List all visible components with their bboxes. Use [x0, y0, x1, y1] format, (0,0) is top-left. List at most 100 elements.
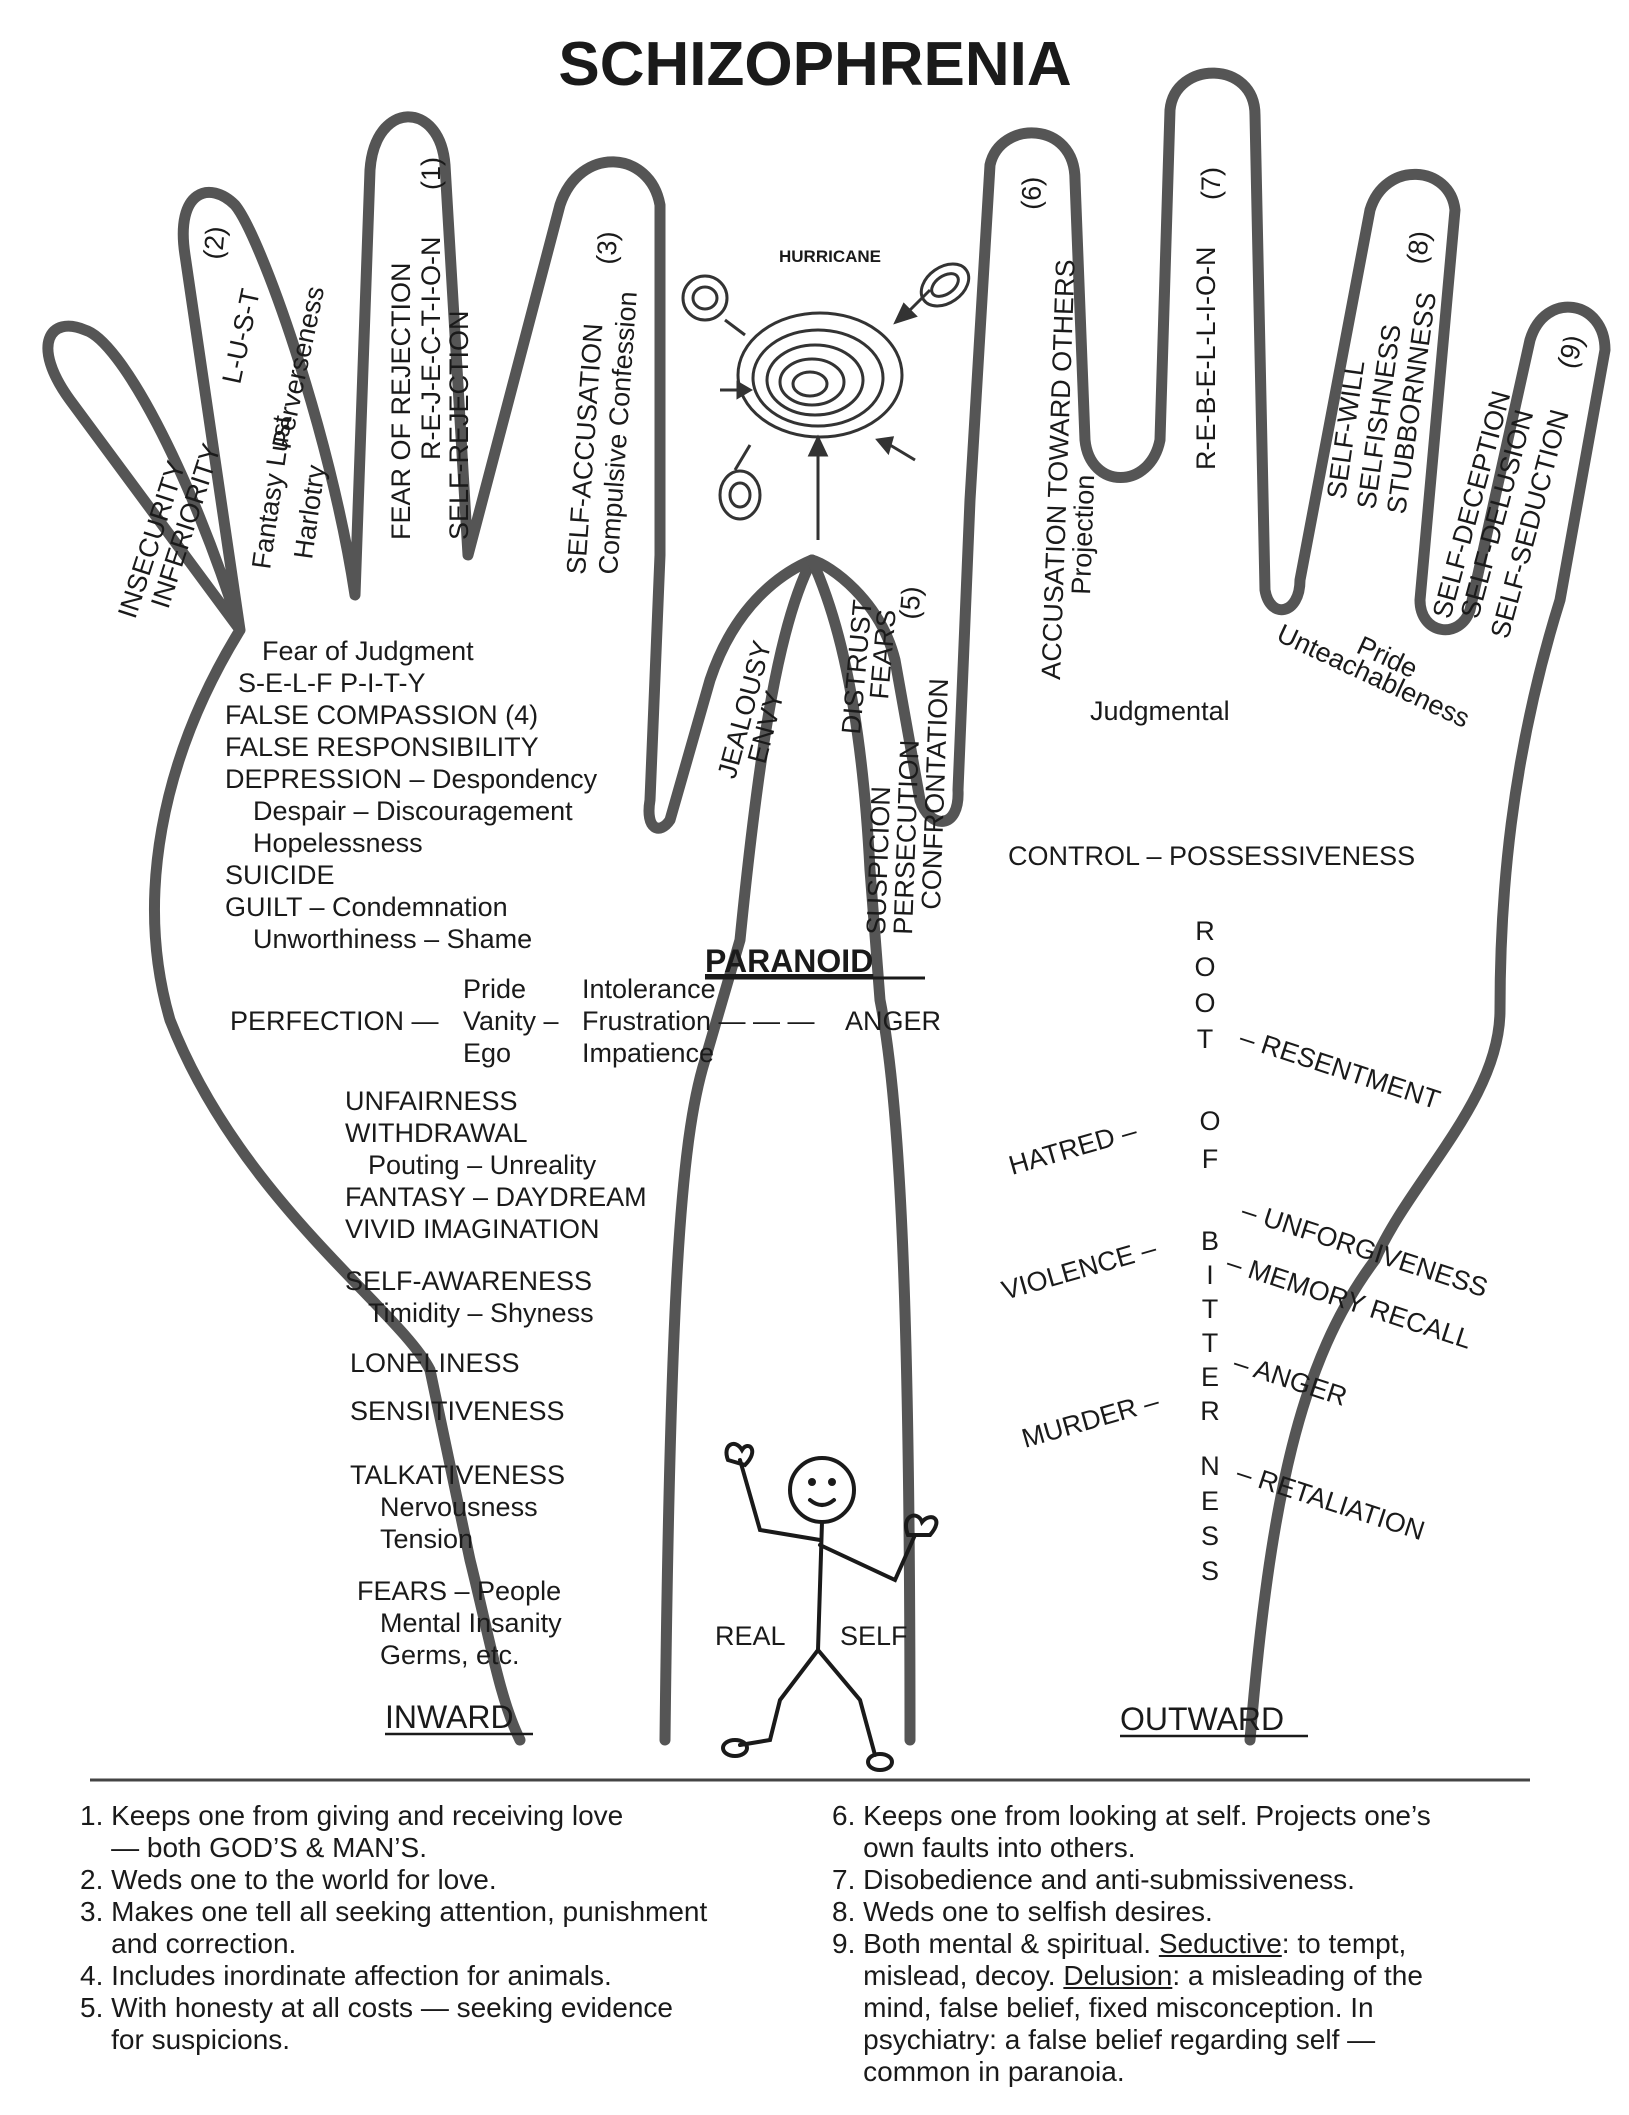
finger-7-number: (7): [1196, 167, 1226, 200]
inner-right-line5: PERSECUTION: [888, 739, 925, 935]
note-line: and correction.: [80, 1928, 297, 1959]
perfection-label: PERFECTION —: [230, 1006, 439, 1036]
wrist-left-item: Timidity – Shyness: [368, 1298, 594, 1328]
root-letter: R: [1200, 1396, 1220, 1426]
inward-label: INWARD: [385, 1699, 514, 1735]
root-letter: F: [1202, 1144, 1219, 1174]
palm-left-item: Fear of Judgment: [262, 636, 474, 666]
anger-branch-label: – ANGER: [1230, 1347, 1351, 1412]
finger-6-line1: ACCUSATION TOWARD OTHERS: [1036, 259, 1081, 680]
palm-left-item: Despair – Discouragement: [253, 796, 573, 826]
real-label: REAL: [715, 1621, 786, 1651]
note-9-prefix: 9. Both mental & spiritual.: [832, 1928, 1159, 1959]
root-letter: R: [1195, 916, 1215, 946]
vanity-label: Vanity –: [463, 1006, 559, 1036]
left-hand-outline: [42, 111, 818, 1746]
note-line: mind, false belief, fixed misconception.…: [832, 1992, 1374, 2023]
root-letter: T: [1202, 1328, 1219, 1358]
wrist-left-item: Germs, etc.: [380, 1640, 520, 1670]
inner-right-number: (5): [894, 585, 927, 620]
note-9: 9. Both mental & spiritual. Seductive: t…: [832, 1928, 1431, 1960]
note-line: for suspicions.: [80, 2024, 291, 2055]
finger-6-line2: Projection: [1066, 474, 1100, 595]
wrist-left-item: Nervousness: [380, 1492, 538, 1522]
note-line: — both GOD’S & MAN’S.: [80, 1832, 427, 1863]
judgmental-label: Judgmental: [1090, 696, 1230, 726]
impatience-label: Impatience: [582, 1038, 714, 1068]
wrist-left-item: FEARS – People: [357, 1576, 561, 1606]
finger-3-labels: SELF-ACCUSATION Compulsive Confession (3…: [561, 230, 643, 575]
page-title: SCHIZOPHRENIA: [558, 30, 1071, 99]
palm-left-item: FALSE RESPONSIBILITY: [225, 732, 539, 762]
note-line: 4. Includes inordinate affection for ani…: [80, 1960, 612, 1991]
root-letter: T: [1197, 1024, 1214, 1054]
root-letter: O: [1194, 988, 1215, 1018]
root-letter: B: [1201, 1226, 1219, 1256]
inner-right-labels: DISTRUST FEARS (5) SUSPICION PERSECUTION…: [836, 585, 954, 935]
perfection-row: PERFECTION — Pride Vanity – Ego Intolera…: [230, 974, 941, 1068]
finger-7-line1: R-E-B-E-L-L-I-O-N: [1191, 247, 1221, 471]
note-9-seductive-def: : to tempt,: [1281, 1928, 1407, 1959]
hurricane-spiral-icon: [681, 262, 971, 540]
resentment-label: – RESENTMENT: [1236, 1022, 1444, 1115]
left-palm-list: Fear of Judgment S-E-L-F P-I-T-Y FALSE C…: [225, 636, 598, 954]
ego-label: Ego: [463, 1038, 511, 1068]
right-hand-outline: [806, 67, 1611, 1746]
finger-3-number: (3): [591, 230, 623, 265]
note-line: own faults into others.: [832, 1832, 1136, 1863]
note-9-line2-text: mislead, decoy.: [832, 1960, 1064, 1991]
root-letter: S: [1201, 1556, 1219, 1586]
finger-7-labels: R-E-B-E-L-L-I-O-N (7): [1191, 167, 1226, 470]
palm-left-item: S-E-L-F P-I-T-Y: [238, 668, 426, 698]
wrist-left-list: UNFAIRNESS WITHDRAWAL Pouting – Unrealit…: [345, 1086, 647, 1670]
hatred-label: HATRED –: [1005, 1116, 1140, 1181]
wrist-left-item: Tension: [380, 1524, 473, 1554]
note-line: 5. With honesty at all costs — seeking e…: [80, 1992, 673, 2023]
palm-left-item: FALSE COMPASSION (4): [225, 700, 538, 730]
note-9-seductive: Seductive: [1158, 1928, 1282, 1959]
wrist-left-item: SENSITIVENESS: [350, 1396, 565, 1426]
finger-8-labels: SELF-WILL SELFISHNESS STUBBORNNESS (8): [1321, 229, 1442, 516]
wrist-left-item: SELF-AWARENESS: [345, 1266, 592, 1296]
root-letter: N: [1200, 1451, 1220, 1481]
finger-1-line3: SELF-REJECTION: [444, 310, 474, 540]
root-of-bitterness-column: R O O T O F B I T T E R N E S S: [1194, 916, 1220, 1586]
finger-9-number: (9): [1552, 332, 1590, 372]
note-line: common in paranoia.: [832, 2056, 1125, 2087]
wrist-left-item: Mental Insanity: [380, 1608, 562, 1638]
palm-left-item: Hopelessness: [253, 828, 423, 858]
murder-label: MURDER –: [1018, 1386, 1162, 1454]
palm-left-item: GUILT – Condemnation: [225, 892, 508, 922]
finger-1-number: (1): [416, 157, 446, 190]
paranoid-label: PARANOID: [705, 943, 873, 979]
root-letter: O: [1199, 1106, 1220, 1136]
note-line: 6. Keeps one from looking at self. Proje…: [832, 1800, 1431, 1831]
root-letter: E: [1201, 1486, 1219, 1516]
wrist-left-item: UNFAIRNESS: [345, 1086, 518, 1116]
anger-center-label: ANGER: [845, 1006, 941, 1036]
note-9-delusion: Delusion: [1063, 1960, 1173, 1991]
self-label: SELF: [840, 1621, 908, 1651]
control-label: CONTROL – POSSESSIVENESS: [1008, 841, 1415, 871]
finger-6-number: (6): [1016, 176, 1047, 210]
root-letter: I: [1206, 1260, 1214, 1290]
right-palm-labels: Pride Unteachableness Judgmental CONTROL…: [1008, 618, 1474, 871]
frustration-label: Frustration — — —: [582, 1006, 815, 1036]
wrist-left-item: TALKATIVENESS: [350, 1460, 565, 1490]
note-line: 7. Disobedience and anti-submissiveness.: [832, 1864, 1355, 1895]
inner-right-line6: CONFRONTATION: [916, 678, 954, 910]
finger-1-line2: R-E-J-E-C-T-I-O-N: [416, 237, 446, 460]
notes-right: 6. Keeps one from looking at self. Proje…: [832, 1800, 1431, 2088]
retaliation-label: – RETALIATION: [1233, 1457, 1428, 1546]
palm-left-item: DEPRESSION – Despondency: [225, 764, 598, 794]
finger-1-labels: FEAR OF REJECTION R-E-J-E-C-T-I-O-N SELF…: [386, 157, 474, 540]
finger-8-number: (8): [1401, 229, 1435, 266]
notes-left: 1. Keeps one from giving and receiving l…: [80, 1800, 707, 2056]
palm-left-item: Unworthiness – Shame: [253, 924, 532, 954]
root-letter: E: [1201, 1362, 1219, 1392]
note-9-line2: mislead, decoy. Delusion: a misleading o…: [832, 1960, 1431, 1992]
finger-2-number: (2): [198, 225, 231, 260]
stick-figure-icon: [721, 1441, 939, 1772]
inner-right-line4: SUSPICION: [861, 786, 896, 935]
